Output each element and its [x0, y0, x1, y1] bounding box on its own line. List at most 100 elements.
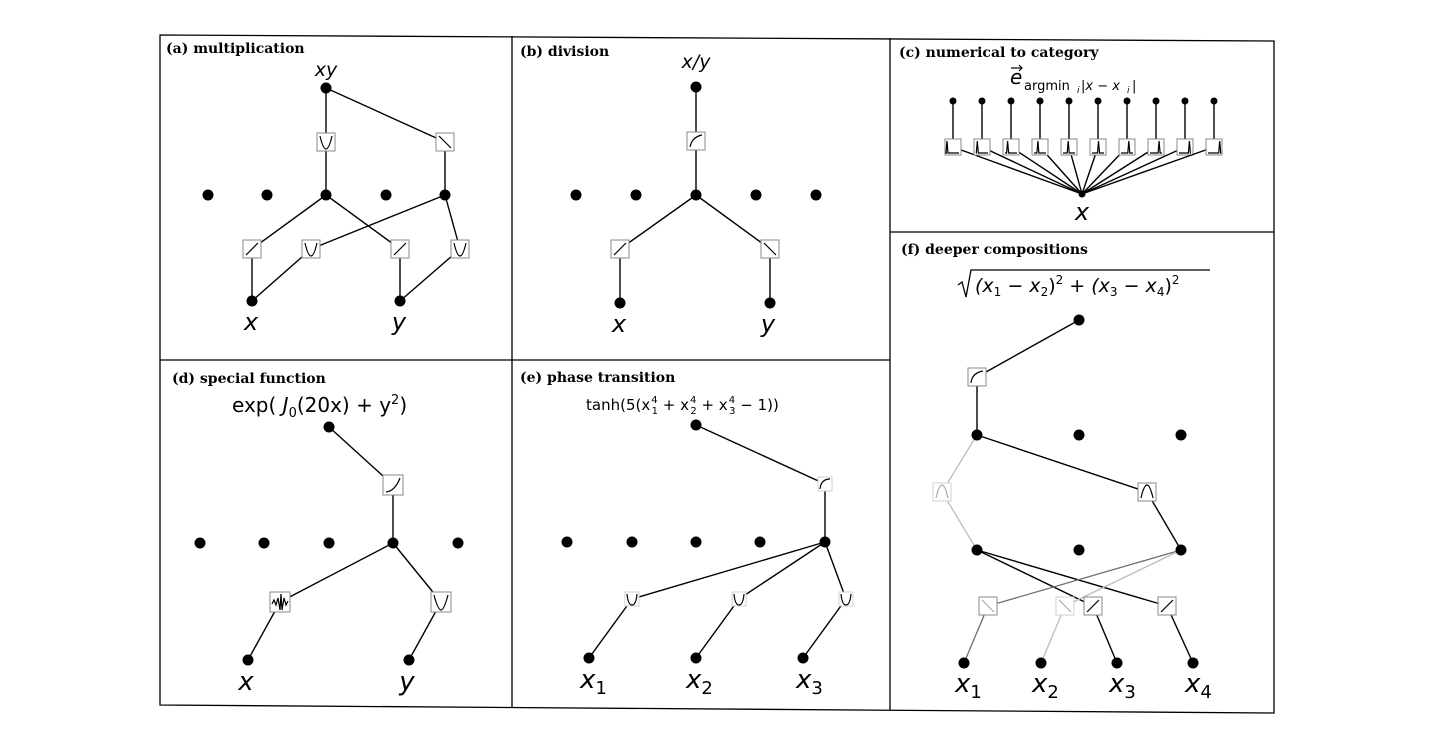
hidden-node: [323, 537, 335, 549]
hidden-node: [452, 537, 464, 549]
output-node: [1073, 314, 1085, 326]
output-node: [320, 82, 332, 94]
nodes: [202, 82, 451, 307]
category-node: [1094, 97, 1102, 105]
input-node: [403, 654, 415, 666]
input-label: x: [237, 667, 254, 697]
formula-post: ): [399, 393, 407, 417]
activation-spike-icon: [1118, 138, 1136, 156]
input-label: x3: [1108, 669, 1136, 703]
activation-boxes: [932, 367, 1177, 616]
input-node: [1111, 657, 1123, 669]
nodes: [194, 421, 464, 666]
formula-sub-body: |x − x: [1081, 79, 1120, 94]
formula-text: exp( J0(20x) + y2): [232, 393, 407, 421]
hidden-node: [810, 189, 822, 201]
hidden-node: [754, 536, 766, 548]
figure-frame: [159, 34, 1275, 714]
input-label: x2: [1031, 669, 1059, 703]
activation-boxes: [610, 131, 780, 259]
input-label: x: [1074, 198, 1090, 226]
hidden-node: [320, 189, 332, 201]
activation-bessel-icon: [269, 591, 291, 613]
edges: [251, 87, 461, 302]
formula-sup-2: 4: [690, 395, 696, 406]
hidden-node: [561, 536, 573, 548]
input-label: y: [398, 667, 415, 697]
fan-edge: [1081, 146, 1186, 195]
edges: [588, 424, 847, 659]
activation-square-icon: [932, 482, 952, 502]
input-label: x: [243, 308, 259, 336]
formula-mid: (20x) + y: [297, 393, 391, 417]
nodes: [561, 419, 831, 664]
activation-linear-icon: [390, 239, 410, 259]
activation-quartic-icon: [838, 591, 854, 607]
formula-sub: argmin: [1024, 79, 1070, 94]
input-label: x4: [1184, 669, 1212, 703]
hidden-node: [1175, 429, 1187, 441]
input-node: [958, 657, 970, 669]
hidden-node: [971, 429, 983, 441]
output-formula: e argmin i |x − x i |: [1010, 64, 1136, 96]
hidden-node: [380, 189, 392, 201]
activation-exp-icon: [382, 474, 404, 496]
activation-square-icon: [450, 239, 470, 259]
formula-j: J: [279, 393, 289, 417]
panel-grid: [159, 34, 1275, 714]
activation-square-icon: [1137, 482, 1157, 502]
edges: [619, 87, 771, 303]
hidden-node: [202, 189, 214, 201]
activation-sqrt-icon: [967, 367, 987, 387]
fan-edge: [1010, 146, 1083, 195]
input-node: [1035, 657, 1047, 669]
hidden-node: [690, 189, 702, 201]
hidden-node: [971, 544, 983, 556]
panel-title-division: (b) division: [520, 44, 609, 60]
panel-multiplication: (a) multiplication x y: [166, 41, 470, 336]
activation-spike-icon: [1031, 138, 1049, 156]
hidden-node: [630, 189, 642, 201]
nodes: [958, 314, 1199, 669]
edges: [247, 426, 442, 661]
formula-sub: 0: [289, 406, 297, 421]
formula-sub-i: i: [1077, 86, 1080, 96]
formula-sup-3: 4: [729, 395, 735, 406]
input-node: [690, 652, 702, 664]
input-label: x2: [685, 665, 713, 699]
activation-log-icon: [686, 131, 706, 151]
formula-sub-close: |: [1132, 79, 1136, 94]
activation-square-icon: [316, 132, 336, 152]
output-node: [690, 81, 702, 93]
formula-plus-1: + x: [658, 396, 689, 414]
hidden-node: [261, 189, 273, 201]
activation-quartic-icon: [731, 591, 747, 607]
activation-quartic-icon: [624, 591, 640, 607]
formula-sub-i2: i: [1127, 86, 1130, 96]
formula-text: (x1 − x2)2 + (x3 − x4)2: [975, 273, 1180, 299]
hidden-node: [626, 536, 638, 548]
panel-special-function: (d) special function exp( J0(20x) + y2): [172, 371, 464, 697]
category-node: [1123, 97, 1131, 105]
activation-spike-icon: [1089, 138, 1107, 156]
formula-sup-1: 4: [651, 395, 657, 406]
category-node: [978, 97, 986, 105]
hidden-node: [570, 189, 582, 201]
hidden-node: [690, 536, 702, 548]
activation-spike-icon: [973, 138, 991, 156]
panel-title-multiplication: (a) multiplication: [166, 41, 305, 57]
activation-square-icon: [430, 591, 452, 613]
formula-pre: tanh(5(x: [586, 396, 650, 414]
formula-plus-2: + x: [697, 396, 728, 414]
output-label: x/y: [681, 51, 712, 73]
activation-boxes: [269, 474, 452, 613]
activation-boxes: [242, 132, 470, 259]
hidden-node: [819, 536, 831, 548]
input-label: y: [391, 308, 407, 336]
input-label: x3: [795, 665, 823, 699]
category-node: [1181, 97, 1189, 105]
formula-sup: 2: [391, 393, 399, 408]
activation-linear-icon: [610, 239, 630, 259]
